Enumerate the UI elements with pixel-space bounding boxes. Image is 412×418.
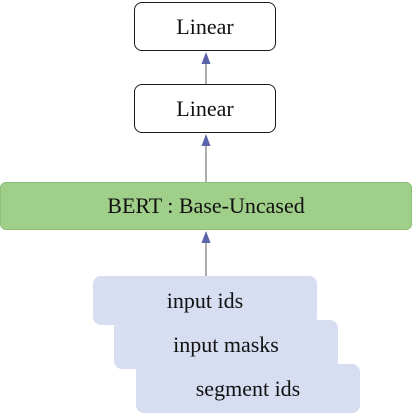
bert-block: BERT : Base-Uncased xyxy=(0,182,412,230)
input-ids-box: input ids xyxy=(93,276,317,325)
linear-mid-label: Linear xyxy=(176,95,234,121)
arrow-inputs-to-bert-head xyxy=(201,231,211,243)
linear-layer-top: Linear xyxy=(134,2,276,51)
segment-ids-box: segment ids xyxy=(136,364,360,413)
linear-layer-middle: Linear xyxy=(134,84,276,133)
input-masks-label: input masks xyxy=(173,331,279,357)
bert-label: BERT : Base-Uncased xyxy=(107,193,305,218)
arrow-linear-to-linear-head xyxy=(201,52,211,64)
segment-ids-label: segment ids xyxy=(195,375,301,401)
input-ids-label: input ids xyxy=(166,287,244,313)
linear-top-label: Linear xyxy=(176,13,234,39)
arrow-bert-to-linear-head xyxy=(201,134,211,146)
input-masks-box: input masks xyxy=(114,320,338,369)
